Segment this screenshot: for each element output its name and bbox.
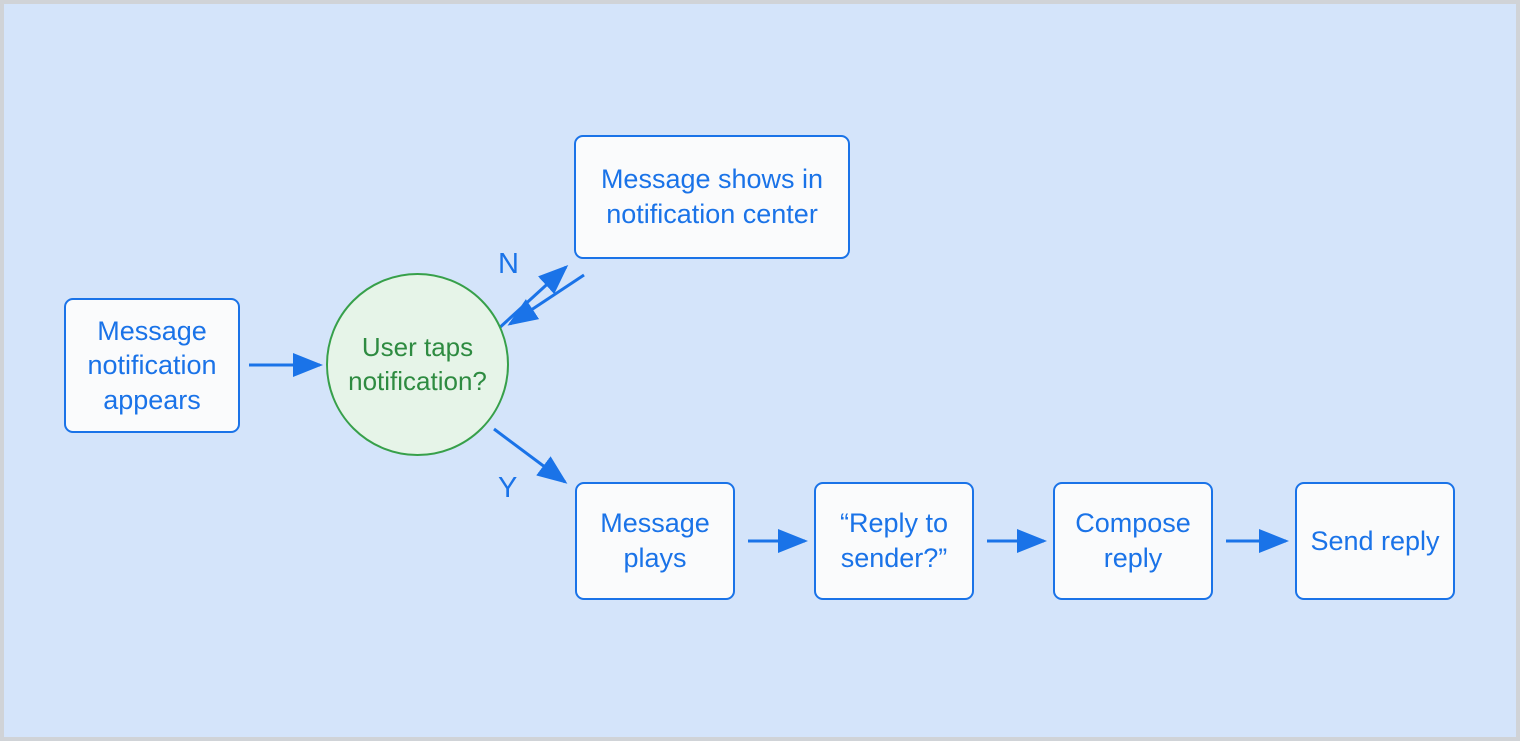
node-label: Compose reply	[1075, 508, 1191, 573]
node-message-notification-appears[interactable]: Message notification appears	[64, 298, 240, 433]
node-user-taps-notification[interactable]: User taps notification?	[326, 273, 509, 456]
node-send-reply[interactable]: Send reply	[1295, 482, 1455, 600]
node-label: Message plays	[600, 508, 710, 573]
node-label: Send reply	[1310, 525, 1440, 556]
node-message-plays[interactable]: Message plays	[575, 482, 735, 600]
edge-notification-center-to-decision	[507, 273, 585, 326]
node-label: Message notification appears	[87, 315, 217, 415]
node-message-shows-in-notification-center[interactable]: Message shows in notification center	[574, 135, 850, 259]
node-label: Message shows in notification center	[600, 164, 824, 229]
edge-label-no: N	[498, 248, 519, 280]
node-reply-to-sender[interactable]: “Reply to sender?”	[814, 482, 974, 600]
node-compose-reply[interactable]: Compose reply	[1053, 482, 1213, 600]
node-label: “Reply to sender?”	[839, 508, 949, 573]
edge-label-yes: Y	[498, 472, 518, 504]
node-label: User taps notification?	[348, 332, 487, 396]
